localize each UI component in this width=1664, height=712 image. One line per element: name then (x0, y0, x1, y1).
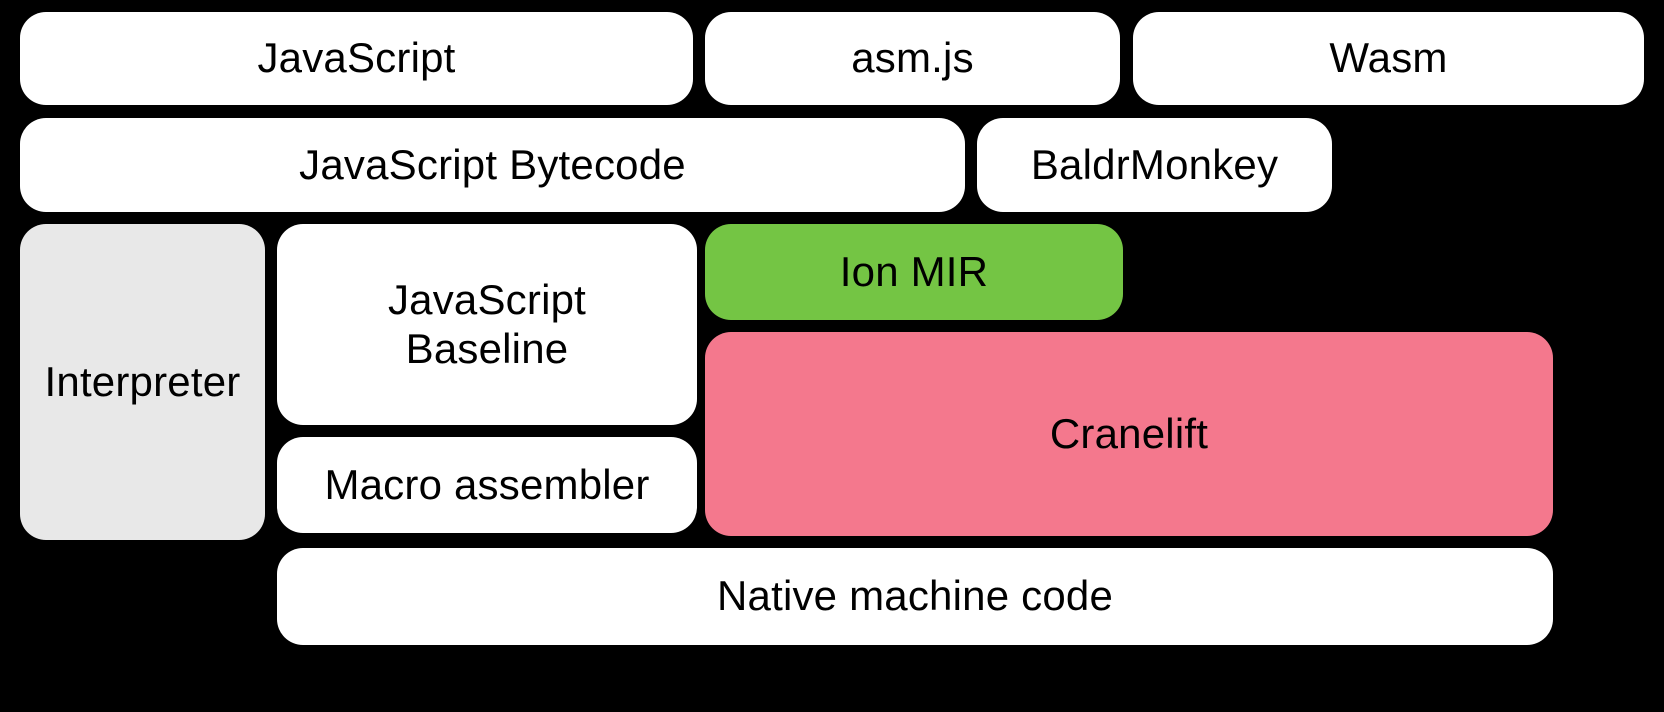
node-cranelift[interactable]: Cranelift (705, 332, 1553, 536)
node-label-interpreter: Interpreter (44, 357, 241, 405)
node-label-cranelift: Cranelift (1049, 409, 1209, 457)
node-js-bytecode[interactable]: JavaScript Bytecode (20, 118, 965, 212)
node-native-machine-code[interactable]: Native machine code (277, 548, 1553, 645)
node-interpreter[interactable]: Interpreter (20, 224, 265, 540)
node-label-baldrmonkey: BaldrMonkey (1030, 140, 1279, 188)
node-label-ion-mir: Ion MIR (839, 247, 989, 295)
node-wasm[interactable]: Wasm (1133, 12, 1644, 105)
node-label-wasm: Wasm (1329, 34, 1448, 82)
node-ion-mir[interactable]: Ion MIR (705, 224, 1123, 320)
node-label-native-machine-code: Native machine code (716, 572, 1113, 620)
node-js-baseline[interactable]: JavaScript Baseline (277, 224, 697, 425)
node-macro-assembler[interactable]: Macro assembler (277, 437, 697, 533)
node-label-macro-assembler: Macro assembler (324, 460, 650, 508)
node-label-js-baseline: JavaScript Baseline (387, 276, 587, 372)
node-asmjs[interactable]: asm.js (705, 12, 1120, 105)
node-javascript[interactable]: JavaScript (20, 12, 693, 105)
node-label-js-bytecode: JavaScript Bytecode (299, 140, 686, 188)
node-label-javascript: JavaScript (257, 34, 456, 82)
node-label-asmjs: asm.js (851, 34, 974, 82)
node-baldrmonkey[interactable]: BaldrMonkey (977, 118, 1332, 212)
